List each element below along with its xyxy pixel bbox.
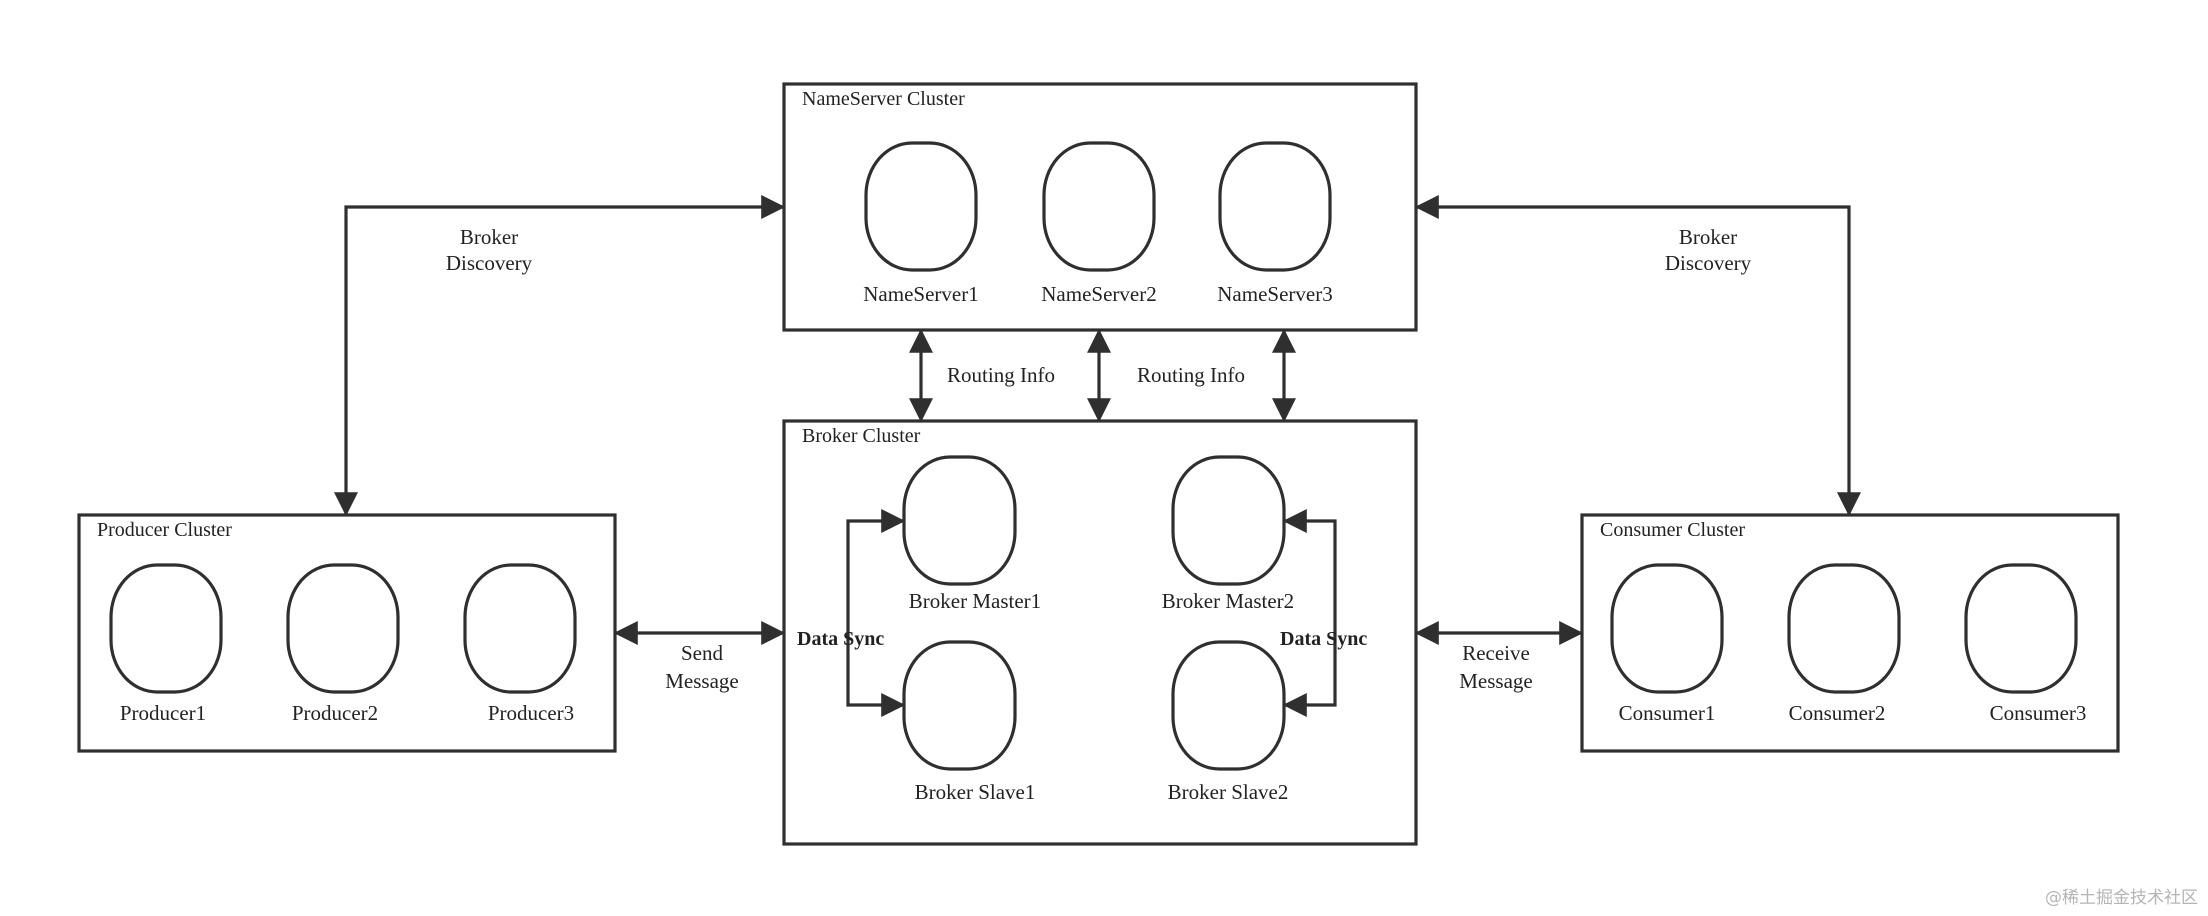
watermark: @稀土掘金技术社区 bbox=[2045, 888, 2198, 908]
broker-master-node: Broker Master1 bbox=[902, 455, 1041, 613]
nameserver-node: NameServer1 bbox=[863, 141, 979, 306]
producer-node-label: Producer1 bbox=[120, 701, 206, 725]
consumer-cluster-title: Consumer Cluster bbox=[1600, 519, 1745, 541]
consumer-node-label: Consumer1 bbox=[1619, 701, 1716, 725]
consumer-node: Consumer3 bbox=[1964, 563, 2087, 725]
producer-node: Producer1 bbox=[109, 563, 223, 725]
nameserver-node-label: NameServer2 bbox=[1041, 282, 1156, 306]
broker-slave-node: Broker Slave2 bbox=[1168, 640, 1289, 804]
producer-node-label: Producer2 bbox=[292, 701, 378, 725]
broker-cluster-title: Broker Cluster bbox=[802, 425, 921, 447]
consumer-node: Consumer1 bbox=[1610, 563, 1724, 725]
broker-discovery-right-connector bbox=[1414, 195, 1861, 517]
data-sync-right-connector bbox=[1282, 509, 1337, 717]
send-message-label: Message bbox=[665, 669, 738, 693]
producer-node-label: Producer3 bbox=[488, 701, 574, 725]
nameserver-node-label: NameServer1 bbox=[863, 282, 978, 306]
producer-node: Producer2 bbox=[286, 563, 400, 725]
broker-discovery-left-connector bbox=[334, 195, 786, 517]
data-sync-left-connector bbox=[846, 509, 906, 717]
data-sync-label: Data Sync bbox=[797, 628, 884, 650]
broker-discovery-label: Broker bbox=[1679, 225, 1737, 249]
broker-node-label: Broker Master1 bbox=[909, 589, 1041, 613]
broker-discovery-label: Discovery bbox=[446, 251, 533, 275]
send-message-label: Send bbox=[681, 641, 724, 665]
data-sync-label: Data Sync bbox=[1280, 628, 1367, 650]
consumer-node-label: Consumer2 bbox=[1789, 701, 1886, 725]
consumer-node: Consumer2 bbox=[1787, 563, 1901, 725]
broker-discovery-label: Broker bbox=[460, 225, 518, 249]
receive-message-label: Receive bbox=[1462, 641, 1530, 665]
broker-node-label: Broker Slave2 bbox=[1168, 780, 1289, 804]
producer-cluster-title: Producer Cluster bbox=[97, 519, 232, 541]
producer-node: Producer3 bbox=[463, 563, 577, 725]
broker-node-label: Broker Slave1 bbox=[915, 780, 1036, 804]
nameserver-cluster-title: NameServer Cluster bbox=[802, 88, 965, 110]
nameserver-node-label: NameServer3 bbox=[1217, 282, 1332, 306]
receive-message-label: Message bbox=[1459, 669, 1532, 693]
broker-master-node: Broker Master2 bbox=[1162, 455, 1294, 613]
nameserver-node: NameServer3 bbox=[1217, 141, 1333, 306]
broker-node-label: Broker Master2 bbox=[1162, 589, 1294, 613]
routing-info-label: Routing Info bbox=[947, 363, 1055, 387]
broker-slave-node: Broker Slave1 bbox=[902, 640, 1036, 804]
nameserver-node: NameServer2 bbox=[1041, 141, 1157, 306]
broker-discovery-label: Discovery bbox=[1665, 251, 1752, 275]
consumer-node-label: Consumer3 bbox=[1990, 701, 2087, 725]
routing-info-label: Routing Info bbox=[1137, 363, 1245, 387]
